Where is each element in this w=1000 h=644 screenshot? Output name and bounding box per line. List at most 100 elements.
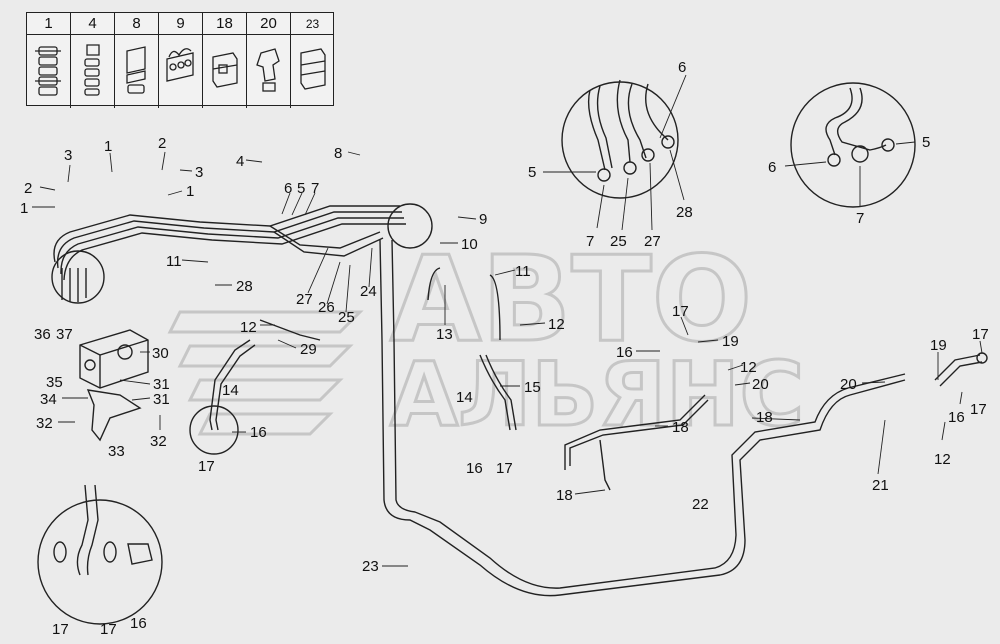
callout-6: 6 (768, 159, 776, 176)
clip-part-4-icon (71, 35, 115, 108)
legend-header-4: 4 (71, 13, 115, 35)
washer-17b-icon (103, 541, 117, 563)
branch-line-18 (599, 439, 611, 491)
detail-lines-left (61, 268, 87, 302)
callout-17: 17 (672, 303, 689, 320)
callout-7: 7 (586, 233, 594, 250)
callout-32: 32 (36, 415, 53, 432)
branch-line-22 (564, 394, 706, 470)
rear-brake-line-2 (391, 239, 906, 589)
callout-19: 19 (930, 337, 947, 354)
tee-lines (825, 87, 887, 156)
detail-circle-valve (561, 81, 679, 199)
callout-7: 7 (311, 180, 319, 197)
fitting-6b (827, 153, 841, 167)
clip-part-20-icon (247, 35, 291, 108)
watermark: АВТО АЛЬЯНС (167, 229, 806, 448)
legend-header-18: 18 (203, 13, 247, 35)
hose-13 (427, 267, 441, 301)
flex-hose-14 (209, 339, 251, 431)
callout-12: 12 (934, 451, 951, 468)
hose-19 (934, 354, 981, 381)
callout-31: 31 (153, 376, 170, 393)
hose-15 (479, 354, 511, 431)
detail-circle-left (51, 250, 105, 304)
callout-21: 21 (872, 477, 889, 494)
callout-5: 5 (922, 134, 930, 151)
callout-3: 3 (195, 164, 203, 181)
callout-31: 31 (153, 391, 170, 408)
callout-30: 30 (152, 345, 169, 362)
fitting-5 (597, 168, 611, 182)
abs-unit (79, 329, 149, 442)
callout-5: 5 (528, 164, 536, 181)
callout-17: 17 (496, 460, 513, 477)
valve-lines (587, 79, 669, 171)
fitting-17d (976, 352, 988, 364)
callout-labels: 3 2 1 1 2 3 1 4 6 5 7 8 9 10 11 11 28 27… (20, 59, 989, 638)
callout-25: 25 (338, 309, 355, 326)
callout-28: 28 (236, 278, 253, 295)
callout-36: 36 (34, 326, 51, 343)
callout-11: 11 (166, 253, 182, 270)
callout-34: 34 (40, 391, 57, 408)
legend-header-1: 1 (27, 13, 71, 35)
hose-13b (489, 274, 501, 341)
callout-32: 32 (150, 433, 167, 450)
callout-10: 10 (461, 236, 478, 253)
callout-16: 16 (948, 409, 965, 426)
rear-brake-line (379, 239, 906, 597)
callout-16: 16 (466, 460, 483, 477)
callout-37: 37 (56, 326, 73, 343)
callout-16: 16 (616, 344, 633, 361)
callout-29: 29 (300, 341, 317, 358)
callout-15: 15 (524, 379, 541, 396)
watermark-line-2: АЛЬЯНС (390, 343, 804, 446)
callout-17: 17 (100, 621, 117, 638)
leader-lines (32, 74, 983, 567)
callout-11: 11 (515, 263, 531, 280)
hose-15b (485, 354, 517, 431)
callout-1: 1 (20, 200, 28, 217)
banjo-hose (76, 484, 99, 576)
callout-16: 16 (130, 615, 147, 632)
callout-12: 12 (548, 316, 565, 333)
fitting-7b (851, 145, 869, 163)
callout-4: 4 (236, 153, 244, 170)
watermark-line-1: АВТО (390, 230, 752, 368)
callout-20: 20 (752, 376, 769, 393)
callout-5: 5 (297, 180, 305, 197)
parts-legend-table: 1 4 8 9 18 20 23 (26, 12, 334, 108)
callout-26: 26 (318, 299, 335, 316)
watermark-logo-icon (167, 310, 364, 436)
callout-3: 3 (64, 147, 72, 164)
detail-circle-hose (189, 405, 239, 455)
fitting-5b (881, 138, 895, 152)
callout-12: 12 (240, 319, 257, 336)
callout-20: 20 (840, 376, 857, 393)
fitting-28 (661, 135, 675, 149)
fitting-27 (641, 148, 655, 162)
brake-line-bundle (53, 205, 406, 281)
callout-6: 6 (678, 59, 686, 76)
callout-19: 19 (722, 333, 739, 350)
legend-header-20: 20 (247, 13, 291, 35)
callout-1: 1 (186, 183, 194, 200)
callout-35: 35 (46, 374, 63, 391)
callout-14: 14 (456, 389, 473, 406)
callout-28: 28 (676, 204, 693, 221)
clip-part-9-icon (159, 35, 203, 108)
clip-part-8-icon (115, 35, 159, 108)
legend-header-9: 9 (159, 13, 203, 35)
detail-circle-tee (790, 82, 916, 208)
callout-17: 17 (972, 326, 989, 343)
callout-16: 16 (250, 424, 267, 441)
callout-2: 2 (24, 180, 32, 197)
branch-line-22b (569, 399, 709, 466)
hose-19b (939, 361, 983, 387)
callout-14: 14 (222, 382, 239, 399)
callout-2: 2 (158, 135, 166, 152)
callout-17: 17 (198, 458, 215, 475)
legend-header-8: 8 (115, 13, 159, 35)
